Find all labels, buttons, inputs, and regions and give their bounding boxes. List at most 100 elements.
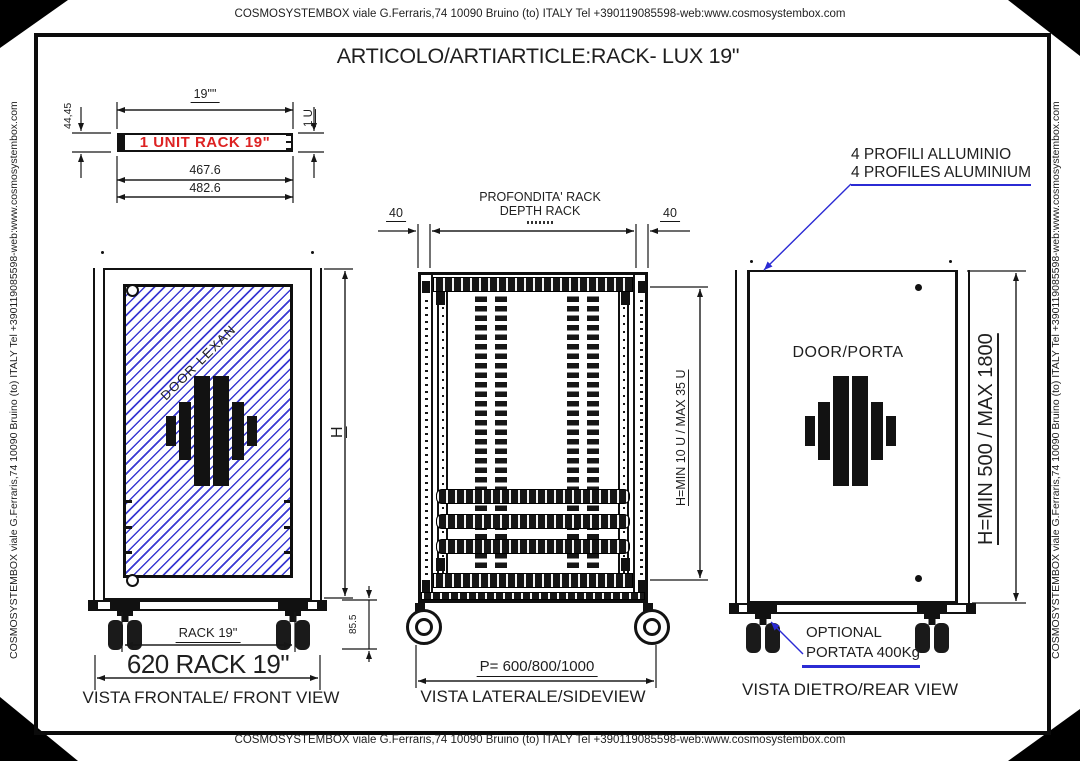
cosmo-logo-front (166, 376, 257, 486)
side-top-rail (433, 277, 633, 292)
depth-label-underline (527, 221, 553, 224)
depth-label-en: DEPTH RACK (499, 204, 581, 218)
side-wheel-right (634, 609, 670, 645)
front-caption: VISTA FRONTALE/ FRONT VIEW (82, 688, 340, 707)
corner-bracket (621, 558, 630, 571)
base-end-block (966, 605, 976, 612)
rear-right-profile (956, 270, 970, 603)
shelf-rail (436, 489, 630, 504)
alignment-dot (311, 251, 314, 254)
side-view (418, 272, 648, 603)
side-caption: VISTA LATERALE/SIDEVIEW (420, 687, 646, 706)
logo-bar (179, 402, 191, 460)
panel-hole (915, 575, 922, 582)
door-porta-label: DOOR/PORTA (792, 344, 904, 361)
caster-mount-block (110, 602, 140, 609)
shelf-rail (436, 539, 630, 554)
rear-view: DOOR/PORTA (735, 270, 970, 603)
logo-bar (166, 416, 176, 446)
side-bottom-rail (433, 573, 633, 588)
logo-bar (871, 402, 883, 460)
rail-tick (284, 500, 293, 503)
right-margin-address: COSMOSYSTEMBOX viale G.Ferraris,74 10090… (1050, 101, 1062, 659)
front-base-rail (88, 600, 327, 611)
note-profiles-line1: 4 PROFILI ALLUMINIO (851, 146, 1012, 163)
front-caster-left (107, 611, 143, 651)
cosmo-logo-rear (805, 376, 896, 486)
rail-tick (284, 526, 293, 529)
optional-note-underline (802, 665, 920, 668)
dim-p-depth: P= 600/800/1000 (476, 658, 598, 678)
side-inner-frame-left (437, 292, 448, 573)
wheel-mount (643, 603, 653, 612)
side-inner-frame-right (618, 292, 629, 573)
dim-85-5: 85.5 (348, 614, 359, 634)
base-end-block (88, 602, 98, 609)
corner-artifact-bottom-right (1008, 709, 1080, 761)
panel-hole (915, 284, 922, 291)
alignment-dot (750, 260, 753, 263)
logo-bar (213, 376, 229, 486)
wheel-mount (415, 603, 425, 612)
unit-rack-label: 1 UNIT RACK 19" (139, 134, 271, 151)
logo-bar (805, 416, 815, 446)
caster-mount-block (278, 602, 308, 609)
alignment-dot (949, 260, 952, 263)
drawing-frame (34, 33, 1051, 735)
dim-467: 467.6 (189, 163, 221, 177)
header-address: COSMOSYSTEMBOX viale G.Ferraris,74 10090… (234, 8, 846, 20)
logo-bar (886, 416, 896, 446)
corner-bracket (436, 292, 445, 305)
rear-caster-right (914, 614, 950, 654)
base-end-block (317, 602, 327, 609)
corner-bracket (436, 558, 445, 571)
screw-hole-top (126, 284, 139, 297)
dim-40-right: 40 (660, 206, 680, 223)
logo-bar (833, 376, 849, 486)
drawing-title: ARTICOLO/ARTIARTICLE:RACK- LUX 19" (336, 44, 740, 68)
rail-tick (123, 551, 132, 554)
unit-rack-bar: 1 UNIT RACK 19" (117, 133, 293, 152)
rail-tick (284, 551, 293, 554)
depth-label-it: PROFONDITA' RACK (479, 190, 601, 204)
dim-h-label: H (329, 426, 346, 438)
shelf-rail (436, 514, 630, 529)
rail-tick (123, 500, 132, 503)
dim-1u: 1 U (303, 109, 315, 127)
corner-artifact-bottom-left (0, 697, 78, 761)
logo-bar (194, 376, 210, 486)
side-left-strip (421, 275, 433, 600)
base-end-block (729, 605, 739, 612)
dim-height-rear: H=MIN 500 / MAX 1800 (975, 333, 997, 546)
front-view: DOOR LEXAN (93, 268, 322, 600)
footer-address: COSMOSYSTEMBOX viale G.Ferraris,74 10090… (234, 734, 846, 746)
rear-caster-left (745, 614, 781, 654)
dim-44-45: 44,45 (62, 102, 74, 130)
side-right-strip (633, 275, 646, 600)
dim-40-left: 40 (386, 206, 406, 223)
note-profiles-line2: 4 PROFILES ALUMINIUM (851, 164, 1032, 186)
corner-artifact-top-right (1008, 0, 1080, 56)
rail-tick (123, 526, 132, 529)
caster-mount-block (917, 605, 947, 612)
caster-mount-block (747, 605, 777, 612)
optional-note-line2: PORTATA 400Kg (806, 644, 920, 661)
rear-base-rail (729, 603, 976, 614)
unit-rack-right-cap (286, 135, 291, 150)
side-wheel-left (406, 609, 442, 645)
left-margin-address: COSMOSYSTEMBOX viale G.Ferraris,74 10090… (8, 101, 20, 659)
dim-620: 620 RACK 19" (126, 649, 290, 679)
front-caster-right (275, 611, 311, 651)
logo-bar (818, 402, 830, 460)
rear-left-profile (735, 270, 749, 603)
dim-rack-19: RACK 19" (175, 625, 241, 643)
corner-bracket (621, 292, 630, 305)
optional-note-line1: OPTIONAL (806, 624, 882, 641)
unit-rack-left-cap (119, 135, 125, 150)
dim-482: 482.6 (189, 181, 221, 195)
side-base-rail (421, 592, 645, 600)
alignment-dot (101, 251, 104, 254)
logo-bar (852, 376, 868, 486)
logo-bar (247, 416, 257, 446)
